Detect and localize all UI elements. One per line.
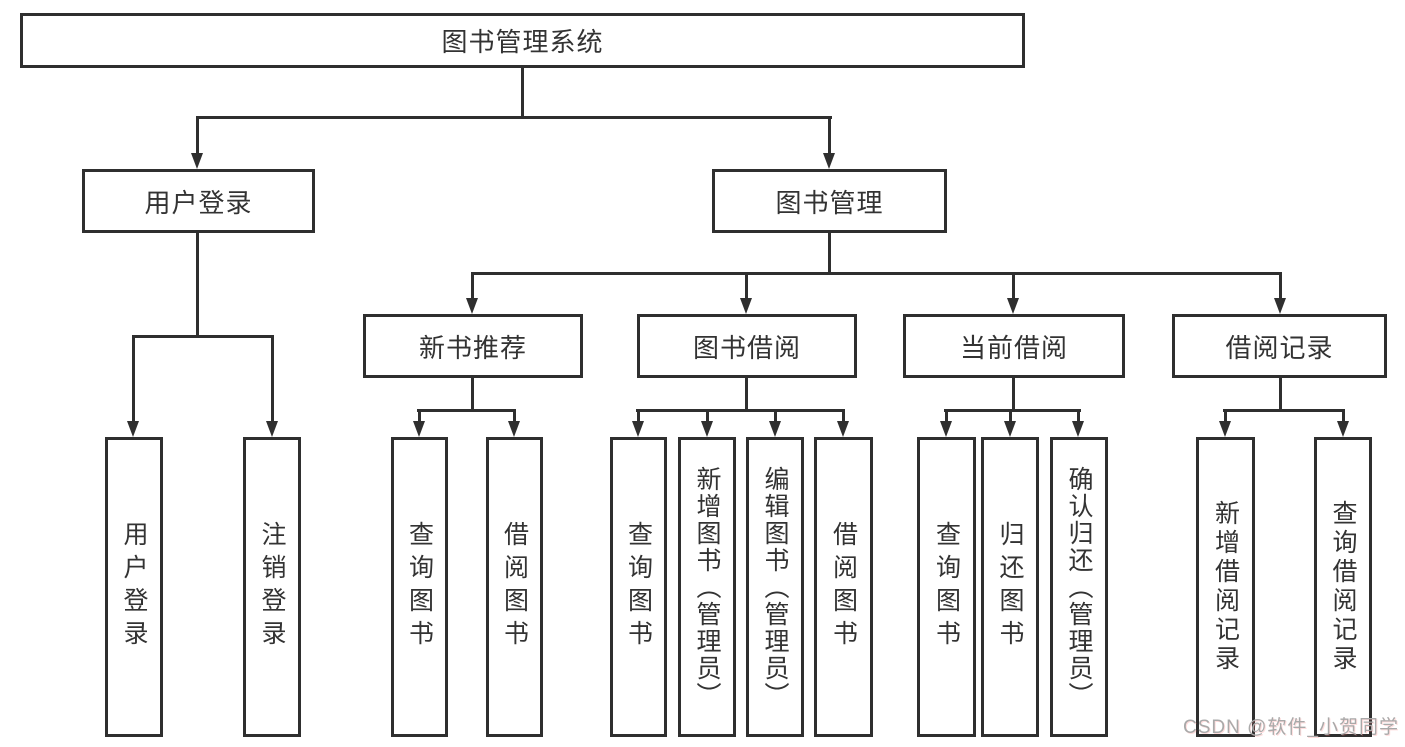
leaf-rec-query-books-label: 查询图书 [405, 521, 434, 653]
connector-book-borrow-descender [745, 377, 748, 412]
arrowhead-to-leaf-login [127, 421, 139, 437]
leaf-edit-books-admin: 编辑图书（管理员） [746, 437, 804, 737]
connector-user-login-descender [196, 232, 199, 338]
leaf-logout: 注销登录 [243, 437, 301, 737]
arrowhead-to-leaf8 [837, 421, 849, 437]
connector-drop-leaf9 [945, 409, 948, 423]
connector-drop-leaf13 [1342, 409, 1345, 423]
arrowhead-to-book-borrow [740, 298, 752, 314]
arrowhead-to-borrow-records [1274, 298, 1286, 314]
arrowhead-to-book-mgmt [823, 153, 835, 169]
connector-drop-book-mgmt [828, 116, 831, 156]
node-borrow-records-label: 借阅记录 [1225, 332, 1334, 363]
leaf-edit-books-admin-label: 编辑图书（管理员） [761, 465, 789, 709]
arrowhead-to-leaf11 [1072, 421, 1084, 437]
connector-drop-leaf12 [1224, 409, 1227, 423]
arrowhead-to-leaf7 [769, 421, 781, 437]
connector-drop-leaf3 [418, 409, 421, 423]
leaf-borrow-query-books-label: 查询图书 [624, 521, 653, 653]
leaf-add-books-admin: 新增图书（管理员） [678, 437, 736, 737]
leaf-return-books: 归还图书 [981, 437, 1039, 737]
arrowhead-to-current-borrow [1007, 298, 1019, 314]
connector-current-borrow-descender [1012, 377, 1015, 412]
connector-user-login-split [132, 335, 274, 338]
connector-book-borrow-split [636, 409, 845, 412]
connector-drop-new-rec [471, 272, 474, 300]
connector-drop-leaf-logout [271, 335, 274, 423]
node-book-mgmt: 图书管理 [712, 169, 947, 233]
connector-drop-current-borrow [1012, 272, 1015, 300]
node-user-login: 用户登录 [82, 169, 315, 233]
arrowhead-to-leaf-logout [266, 421, 278, 437]
connector-drop-book-borrow [745, 272, 748, 300]
connector-drop-leaf10 [1009, 409, 1012, 423]
connector-book-mgmt-descender [828, 232, 831, 275]
arrowhead-to-user-login [191, 153, 203, 169]
leaf-rec-borrow-books-label: 借阅图书 [500, 521, 529, 653]
leaf-user-login-label: 用户登录 [120, 521, 148, 653]
leaf-logout-label: 注销登录 [258, 521, 286, 653]
arrowhead-to-leaf13 [1337, 421, 1349, 437]
leaf-borrow-books-label: 借阅图书 [829, 521, 858, 653]
leaf-borrow-query-books: 查询图书 [610, 437, 667, 737]
arrowhead-to-leaf10 [1004, 421, 1016, 437]
leaf-query-borrow-record: 查询借阅记录 [1314, 437, 1372, 737]
arrowhead-to-leaf3 [413, 421, 425, 437]
node-new-book-rec: 新书推荐 [363, 314, 583, 378]
node-user-login-label: 用户登录 [144, 187, 253, 218]
connector-drop-leaf7 [774, 409, 777, 423]
leaf-add-books-admin-label: 新增图书（管理员） [693, 465, 721, 709]
node-current-borrow-label: 当前借阅 [959, 332, 1068, 363]
arrowhead-to-leaf5 [632, 421, 644, 437]
connector-level2-branch [196, 116, 832, 119]
arrowhead-to-new-rec [466, 298, 478, 314]
connector-new-rec-descender [471, 377, 474, 412]
node-borrow-records: 借阅记录 [1172, 314, 1387, 378]
node-root-label: 图书管理系统 [441, 27, 604, 57]
leaf-add-borrow-record: 新增借阅记录 [1196, 437, 1255, 737]
arrowhead-to-leaf9 [940, 421, 952, 437]
leaf-borrow-books: 借阅图书 [814, 437, 873, 737]
node-root: 图书管理系统 [20, 13, 1025, 68]
node-book-borrow: 图书借阅 [637, 314, 857, 378]
connector-borrow-records-descender [1279, 377, 1282, 412]
leaf-confirm-return-admin: 确认归还（管理员） [1050, 437, 1108, 737]
connector-drop-leaf5 [637, 409, 640, 423]
connector-drop-borrow-records [1279, 272, 1282, 300]
connector-drop-leaf-login [132, 335, 135, 423]
leaf-rec-query-books: 查询图书 [391, 437, 448, 737]
leaf-return-books-label: 归还图书 [996, 521, 1024, 653]
node-book-mgmt-label: 图书管理 [775, 187, 884, 218]
connector-drop-leaf8 [842, 409, 845, 423]
leaf-user-login: 用户登录 [105, 437, 163, 737]
leaf-current-query-books-label: 查询图书 [932, 521, 961, 653]
leaf-confirm-return-admin-label: 确认归还（管理员） [1065, 465, 1093, 709]
node-current-borrow: 当前借阅 [903, 314, 1125, 378]
node-new-book-rec-label: 新书推荐 [418, 332, 527, 363]
connector-drop-leaf11 [1077, 409, 1080, 423]
csdn-watermark: CSDN @软件_小贺同学 [1183, 717, 1399, 738]
connector-drop-user-login [196, 116, 199, 156]
connector-level3-branch [471, 272, 1282, 275]
connector-root-descender [521, 67, 524, 119]
leaf-current-query-books: 查询图书 [917, 437, 976, 737]
arrowhead-to-leaf12 [1219, 421, 1231, 437]
connector-drop-leaf6 [706, 409, 709, 423]
leaf-add-borrow-record-label: 新增借阅记录 [1211, 500, 1240, 674]
node-book-borrow-label: 图书借阅 [692, 332, 801, 363]
connector-new-rec-split [417, 409, 516, 412]
connector-current-borrow-split [944, 409, 1081, 412]
connector-borrow-records-split [1223, 409, 1345, 412]
leaf-rec-borrow-books: 借阅图书 [486, 437, 543, 737]
arrowhead-to-leaf4 [508, 421, 520, 437]
arrowhead-to-leaf6 [701, 421, 713, 437]
connector-drop-leaf4 [513, 409, 516, 423]
leaf-query-borrow-record-label: 查询借阅记录 [1329, 500, 1357, 674]
